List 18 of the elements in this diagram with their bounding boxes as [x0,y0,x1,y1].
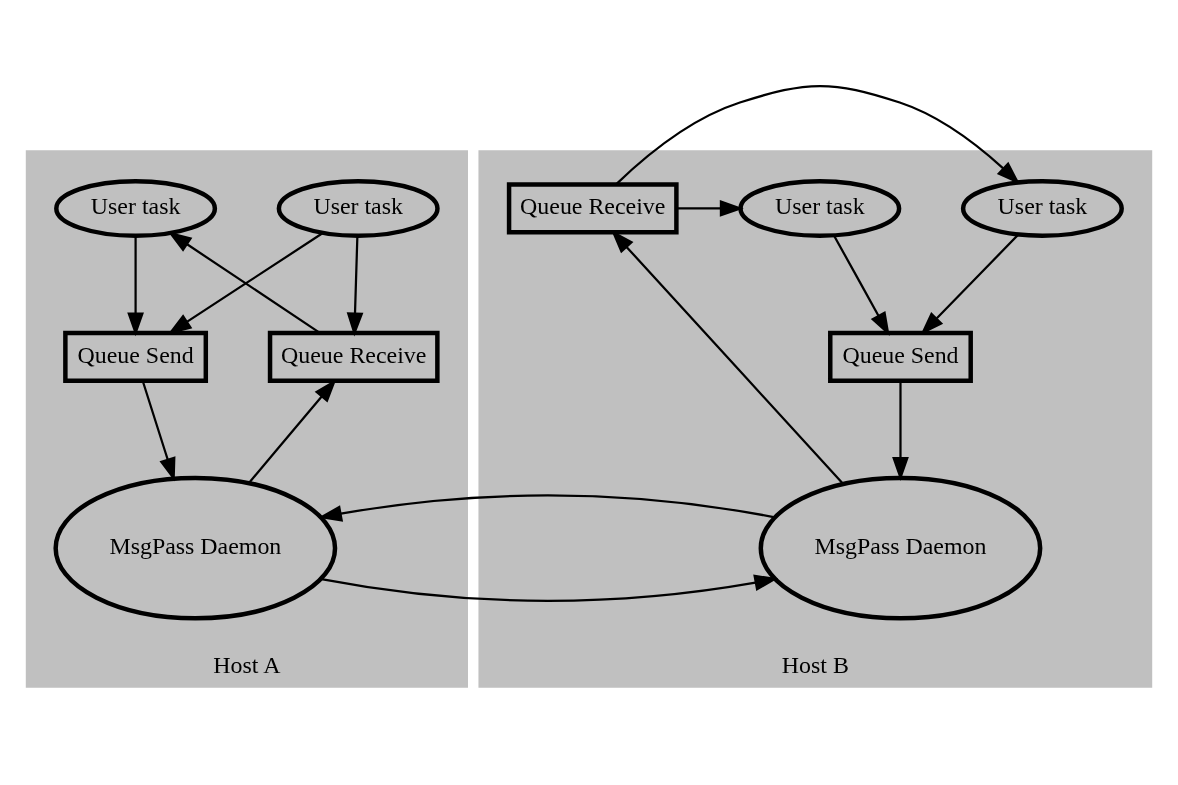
node-box: Queue Receive [506,182,679,235]
arrow [127,235,144,337]
arrow [141,381,176,482]
node-box: Queue Receive [267,330,440,384]
node-ellipse: User task [960,178,1124,238]
arrow [833,235,890,336]
node-box: Queue Send [828,330,973,384]
node-ellipse: MsgPass Daemon [758,475,1043,621]
node-ellipse: User task [276,178,440,238]
arrow [321,574,779,602]
arrow [676,200,744,217]
arrow [346,235,364,337]
arrow [892,381,909,481]
node-ellipse: User task [738,178,902,238]
node-ellipse: User task [54,178,218,238]
node-box: Queue Send [63,330,209,384]
node-ellipse: MsgPass Daemon [53,475,338,621]
arrow [615,84,1020,186]
